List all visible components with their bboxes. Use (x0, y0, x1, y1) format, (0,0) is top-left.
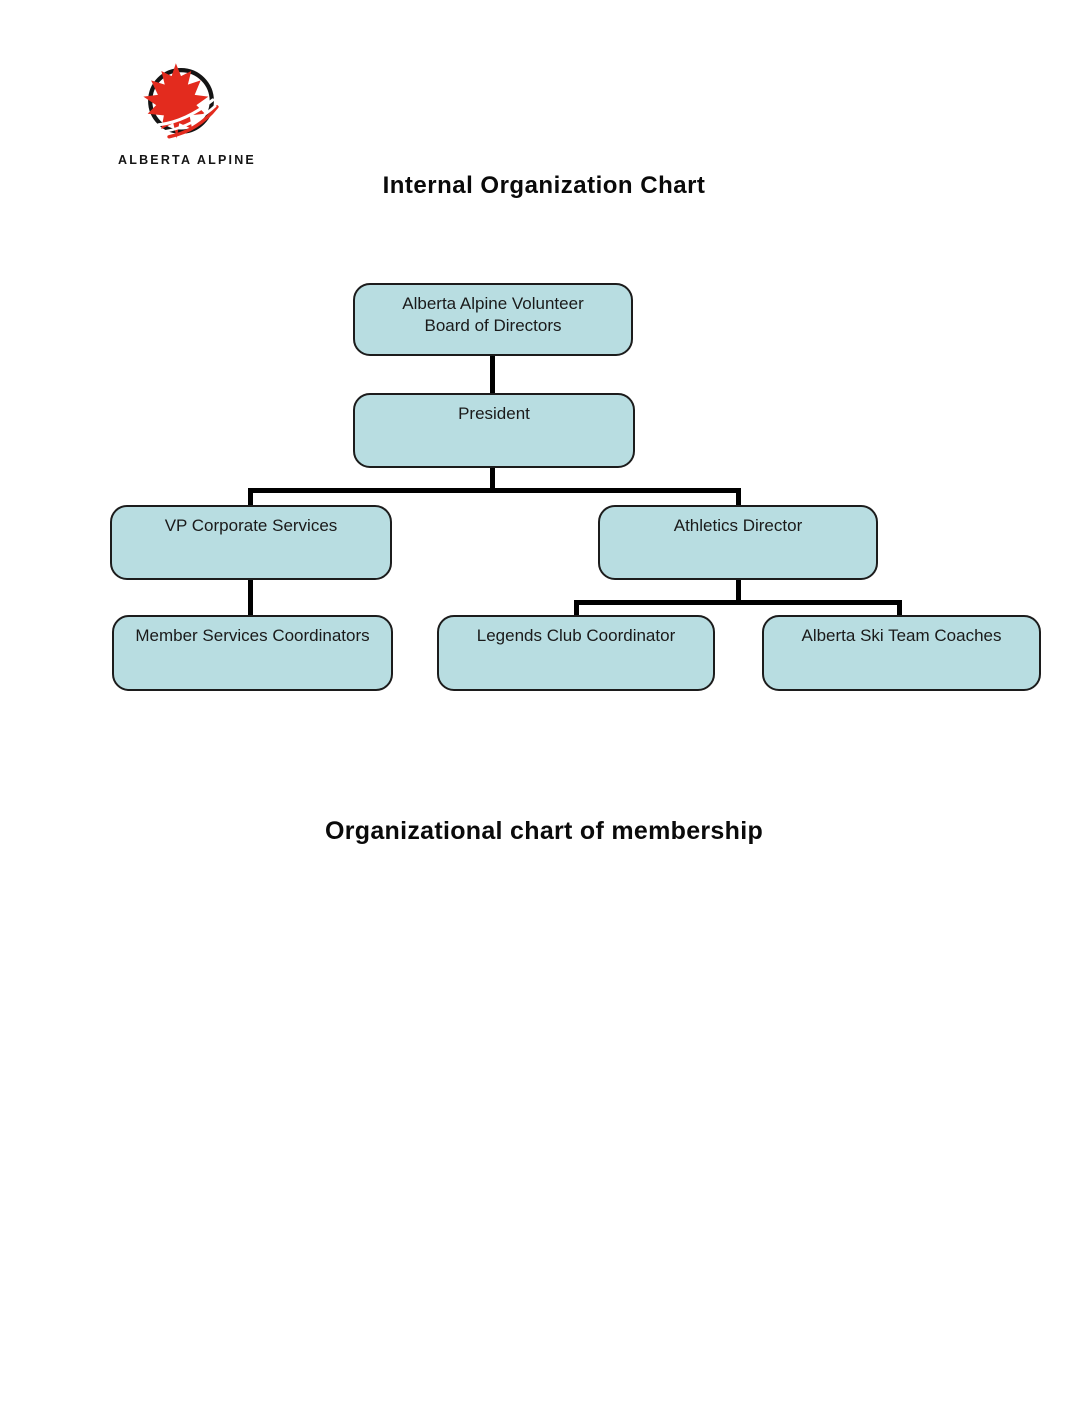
logo-wordmark: ALBERTA ALPINE (118, 153, 256, 167)
alberta-alpine-logo: ALBERTA ALPINE (118, 60, 256, 167)
org-node-label: VP Corporate Services (164, 516, 338, 535)
org-node-label: Legends Club Coordinator (476, 626, 676, 645)
connector-ski-drop (897, 600, 902, 616)
membership-chart-title: Organizational chart of membership (324, 817, 764, 845)
connector-legends-drop (574, 600, 579, 616)
connector-board-president (490, 355, 495, 394)
org-node-label: Athletics Director (673, 516, 803, 535)
org-node-athletics-director: Athletics Director (598, 505, 878, 580)
org-node-board-of-directors: Alberta Alpine Volunteer Board of Direct… (353, 283, 633, 356)
org-node-vp-corporate-services: VP Corporate Services (110, 505, 392, 580)
internal-org-chart-title: Internal Organization Chart (382, 172, 706, 199)
connector-level3-bar (248, 488, 741, 493)
org-node-alberta-ski-team-coaches: Alberta Ski Team Coaches (762, 615, 1041, 691)
org-node-label: President (458, 404, 530, 423)
connector-athletics-drop (736, 488, 741, 506)
connector-vp-member (248, 579, 253, 616)
connector-level4-bar (574, 600, 902, 605)
connector-vp-drop (248, 488, 253, 506)
org-node-member-services-coordinators: Member Services Coordinators (112, 615, 393, 691)
connector-athletics-stem (736, 579, 741, 605)
org-node-label: Alberta Alpine Volunteer Board of Direct… (402, 294, 584, 336)
maple-leaf-icon (143, 63, 219, 139)
org-node-president: President (353, 393, 635, 468)
org-chart: Alberta Alpine Volunteer Board of Direct… (110, 283, 1041, 691)
org-node-legends-club-coordinator: Legends Club Coordinator (437, 615, 715, 691)
org-node-label: Member Services Coordinators (135, 626, 370, 645)
org-node-label: Alberta Ski Team Coaches (801, 626, 1002, 645)
connector-president-stem (490, 466, 495, 493)
